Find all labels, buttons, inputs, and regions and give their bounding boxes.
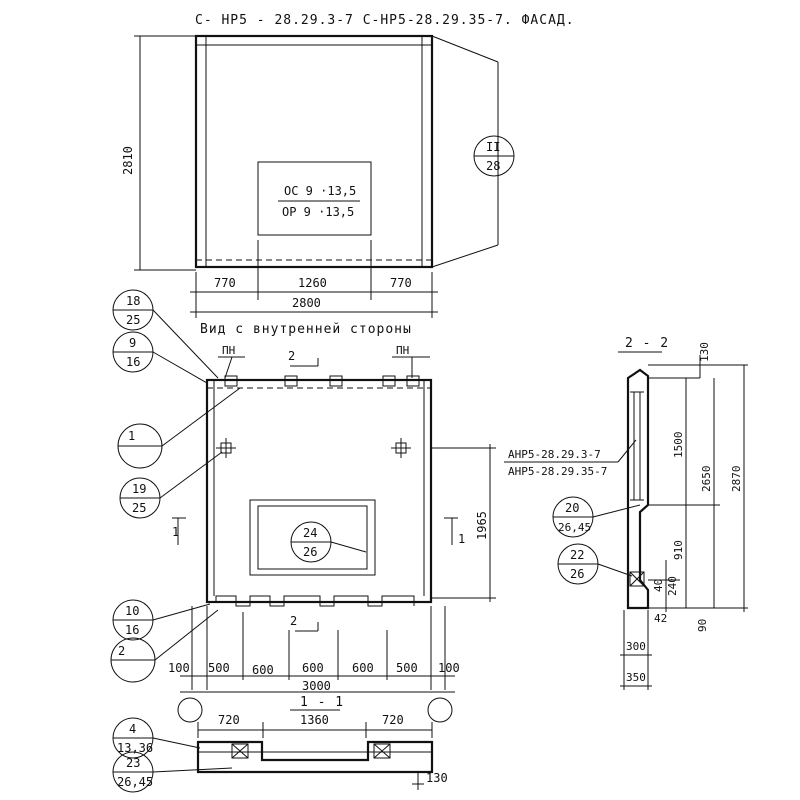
- facade-bottom-dimensions: 770 1260 770 2800: [190, 240, 438, 318]
- section-1-right-label: 1: [458, 532, 465, 546]
- section-22-mark-1: АНР5-28.29.3-7: [508, 448, 601, 461]
- inner-panel: [205, 375, 433, 607]
- inner-dim-2: 500: [208, 661, 230, 675]
- inner-callout-24-26: 24 26: [290, 521, 367, 563]
- section-22-title: 2 - 2: [625, 336, 669, 351]
- inner-dim-4: 600: [302, 661, 324, 675]
- svg-text:16: 16: [126, 355, 140, 369]
- window-label-top: ОС 9 ·13,5: [284, 184, 356, 198]
- section-22-dim-240: 240: [666, 576, 679, 596]
- pn-right-label: ПН: [396, 344, 409, 357]
- section-22-bottom-350: 350: [626, 671, 646, 684]
- section-22-callout-1-bottom: 26,45: [558, 521, 591, 534]
- svg-text:10: 10: [125, 604, 139, 618]
- section-22-callout-2-bottom: 26: [570, 567, 584, 581]
- section-11: 1 - 1 720 1360 720 130 4 13,36 23 26,4: [112, 695, 453, 793]
- facade-dim-1: 770: [214, 276, 236, 290]
- pn-left-label: ПН: [222, 344, 235, 357]
- section-22-dim-2870: 2870: [730, 466, 743, 493]
- svg-text:26: 26: [303, 545, 317, 559]
- inner-dim-5: 600: [352, 661, 374, 675]
- facade-callout: II 28: [431, 35, 515, 268]
- section-11-callout-2-bottom: 26,45: [117, 775, 153, 789]
- facade-dim-3: 770: [390, 276, 412, 290]
- facade-overall-width: 2800: [292, 296, 321, 310]
- inner-callout-19-25: 19 25: [119, 451, 223, 519]
- svg-text:25: 25: [132, 501, 146, 515]
- facade-title: С- НР5 - 28.29.3-7 С-НР5-28.29.35-7. ФАС…: [195, 13, 575, 28]
- inner-dim-7: 100: [438, 661, 460, 675]
- section-2-bottom-label: 2: [290, 614, 297, 628]
- pn-labels: ПН ПН: [218, 344, 430, 379]
- facade-callout-bottom: 28: [486, 159, 500, 173]
- facade-window: ОС 9 ·13,5 ОР 9 ·13,5: [257, 161, 372, 236]
- svg-text:9: 9: [129, 336, 136, 350]
- facade-dim-2: 1260: [298, 276, 327, 290]
- section-22-dim-130: 130: [698, 342, 711, 362]
- section-2-markers: 2 2: [288, 349, 319, 632]
- svg-text:25: 25: [126, 313, 140, 327]
- inner-height-label: 1965: [475, 511, 489, 540]
- section-11-dim-2: 1360: [300, 713, 329, 727]
- section-1-markers: 1 1: [172, 517, 465, 546]
- section-11-title: 1 - 1: [300, 695, 344, 710]
- section-11-callout-2-top: 23: [126, 756, 140, 770]
- section-22-callout-2-top: 22: [570, 548, 584, 562]
- svg-text:19: 19: [132, 482, 146, 496]
- facade-height-label: 2810: [121, 146, 135, 175]
- svg-text:24: 24: [303, 526, 317, 540]
- svg-text:1: 1: [128, 429, 135, 443]
- inner-callout-1: 1: [117, 387, 241, 469]
- section-11-dim-1: 720: [218, 713, 240, 727]
- svg-text:16: 16: [125, 623, 139, 637]
- section-11-callout-1-bottom: 13,36: [117, 741, 153, 755]
- inner-view-title: Вид с внутренней стороны: [200, 322, 412, 337]
- section-11-dim-130: 130: [426, 771, 448, 785]
- section-2-top-label: 2: [288, 349, 295, 363]
- section-22-mark-2: АНР5-28.29.35-7: [508, 465, 607, 478]
- svg-text:18: 18: [126, 294, 140, 308]
- section-22-bottom-300: 300: [626, 640, 646, 653]
- section-1-left-label: 1: [172, 525, 179, 539]
- window-label-bottom: ОР 9 ·13,5: [282, 205, 354, 219]
- section-22-callout-1-top: 20: [565, 501, 579, 515]
- inner-overall-width: 3000: [302, 679, 331, 693]
- section-22-dim-40: 40: [652, 579, 665, 592]
- inner-callout-9-16: 9 16: [112, 331, 208, 384]
- facade-callout-top: II: [486, 140, 500, 154]
- facade-panel: [194, 34, 434, 269]
- inner-dim-6: 500: [396, 661, 418, 675]
- inner-callout-10-16: 10 16: [112, 599, 211, 641]
- section-11-dim-3: 720: [382, 713, 404, 727]
- inner-dim-3: 600: [252, 663, 274, 677]
- section-22-dim-90: 90: [696, 619, 709, 632]
- section-11-callout-1-top: 4: [129, 722, 136, 736]
- section-22-dim-910: 910: [672, 540, 685, 560]
- section-22: 2 - 2 130 1500 2650 2870 910 240 90 40 4…: [504, 336, 748, 690]
- inner-dim-1: 100: [168, 661, 190, 675]
- inner-bottom-dimensions: 100 500 600 600 600 500 100 3000: [168, 606, 460, 693]
- svg-text:2: 2: [118, 644, 125, 658]
- facade-height-dimension: 2810: [121, 35, 196, 271]
- inner-height-dimension: 1965: [431, 444, 496, 602]
- section-22-dim-42: 42: [654, 612, 667, 625]
- inner-callout-18-25: 18 25: [112, 289, 219, 379]
- section-22-dim-1500: 1500: [672, 432, 685, 459]
- inner-window: [249, 499, 376, 576]
- section-22-dim-2650: 2650: [700, 466, 713, 493]
- inner-callout-2: 2: [110, 609, 219, 683]
